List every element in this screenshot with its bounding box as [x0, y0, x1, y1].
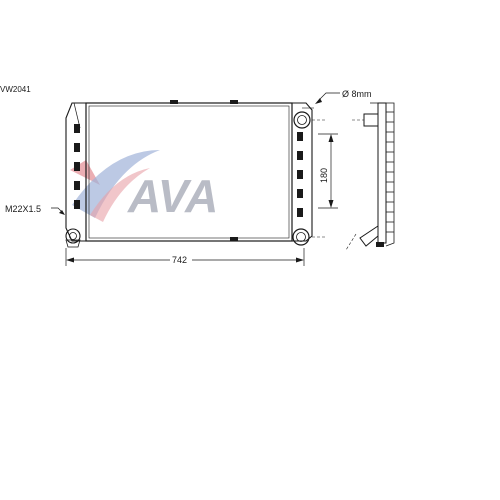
- side-core: [377, 102, 387, 244]
- height-value: 180: [319, 168, 329, 183]
- lower-pipe-outlet: [292, 228, 310, 246]
- width-dimension: 742: [65, 248, 305, 266]
- radiator-front-view: [65, 100, 313, 248]
- side-upper-pipe: [363, 113, 379, 127]
- thread-callout: M22X1.5: [5, 204, 65, 215]
- part-number-label: VW2041: [0, 85, 31, 94]
- width-value: 742: [172, 255, 187, 265]
- bottom-mount-tab: [230, 237, 238, 241]
- upper-pipe-outlet: [293, 111, 311, 129]
- side-lower-pipe: [359, 225, 379, 247]
- radiator-core: [85, 102, 293, 242]
- thread-label: M22X1.5: [5, 204, 41, 214]
- radiator-core-inner: [88, 105, 290, 239]
- pipe-centerlines: [312, 119, 325, 238]
- left-tank-ribs: [74, 124, 80, 209]
- radiator-side-view: [345, 102, 395, 251]
- logo-wordmark: AVA: [127, 170, 218, 222]
- ava-logo: AVA: [70, 150, 218, 222]
- top-mount-tab: [170, 100, 178, 104]
- drain-plug: [65, 228, 81, 244]
- right-tank-ribs: [297, 132, 303, 217]
- diameter-callout: Ø 8mm: [302, 89, 372, 109]
- height-dimension: 180: [318, 133, 338, 209]
- diameter-label: Ø 8mm: [342, 89, 372, 99]
